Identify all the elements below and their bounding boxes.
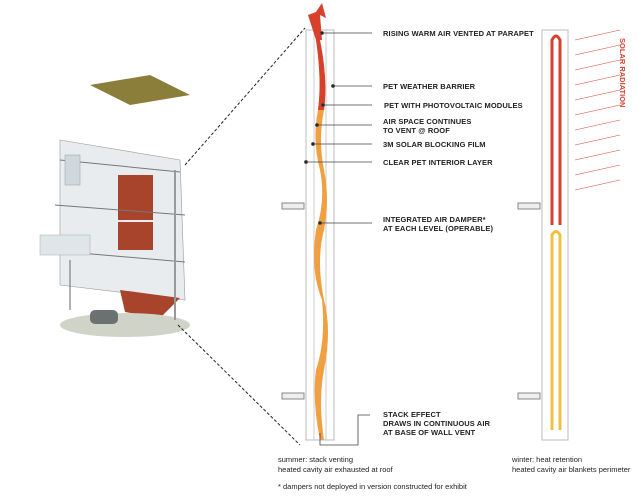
label-damper-line1: INTEGRATED AIR DAMPER* [383,215,486,224]
caption-footnote: * dampers not deployed in version constr… [278,482,467,491]
caption-summer-line2: heated cavity air exhausted at roof [278,465,393,474]
label-clear-pet: CLEAR PET INTERIOR LAYER [383,158,493,167]
caption-winter-line2: heated cavity air blankets perimeter [512,465,631,474]
label-air-damper: INTEGRATED AIR DAMPER*AT EACH LEVEL (OPE… [383,215,493,233]
label-stack-line3: AT BASE OF WALL VENT [383,428,476,437]
label-air-space-line1: AIR SPACE CONTINUES [383,117,472,126]
label-damper-line2: AT EACH LEVEL (OPERABLE) [383,224,494,233]
caption-summer-line1: summer: stack venting [278,455,354,464]
summer-wall-section [281,3,335,441]
caption-winter-line1: winter: heat retention [512,455,583,464]
leader-bottom [177,324,301,446]
solar-radiation-hatch [574,29,621,191]
label-solar-radiation: SOLAR RADIATION [618,38,627,108]
label-photovoltaic: PET WITH PHOTOVOLTAIC MODULES [384,101,523,110]
label-leaders [304,31,372,446]
label-solar-film: 3M SOLAR BLOCKING FILM [383,140,486,149]
winter-wall-section [517,29,569,441]
label-weather-barrier: PET WEATHER BARRIER [383,82,476,91]
label-air-space-line2: TO VENT @ ROOF [383,126,450,135]
label-stack-line2: DRAWS IN CONTINUOUS AIR [383,419,491,428]
label-rising-air: RISING WARM AIR VENTED AT PARAPET [383,29,534,38]
building-perspective [39,75,190,337]
leader-top [184,27,306,166]
exhaust-arrow-icon [308,3,326,40]
label-stack-line1: STACK EFFECT [383,410,441,419]
